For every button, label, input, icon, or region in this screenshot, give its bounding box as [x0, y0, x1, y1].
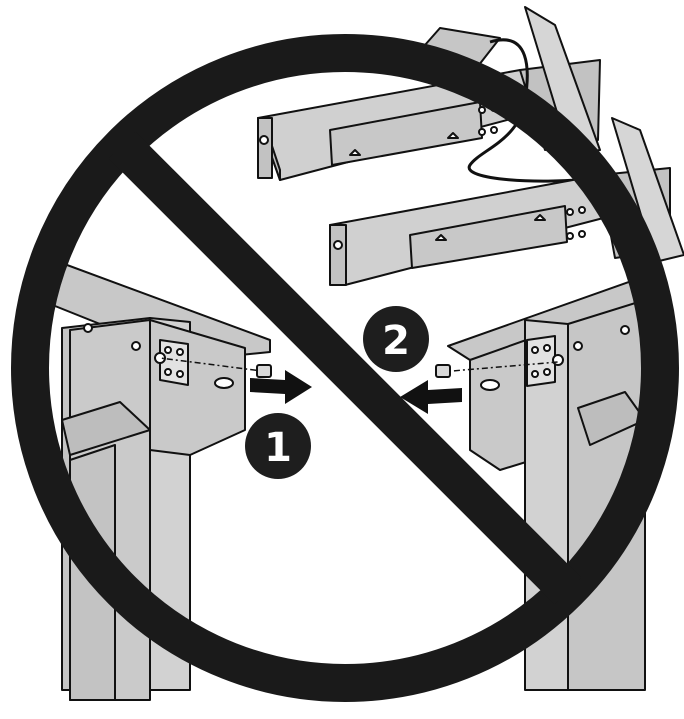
step-1-number: 1 — [264, 425, 292, 471]
step-2-badge: 2 — [363, 306, 429, 372]
prohibition-circle-icon — [11, 34, 679, 702]
upper-crossbeam — [257, 6, 601, 181]
arrow-left-icon — [400, 380, 462, 414]
power-cable — [467, 38, 601, 183]
left-bolt — [159, 357, 272, 378]
arrow-right-icon — [250, 370, 312, 404]
step-1-badge: 1 — [245, 413, 311, 479]
left-leg-assembly — [39, 254, 271, 701]
step-2-number: 2 — [382, 318, 410, 364]
right-bolt — [435, 361, 559, 378]
